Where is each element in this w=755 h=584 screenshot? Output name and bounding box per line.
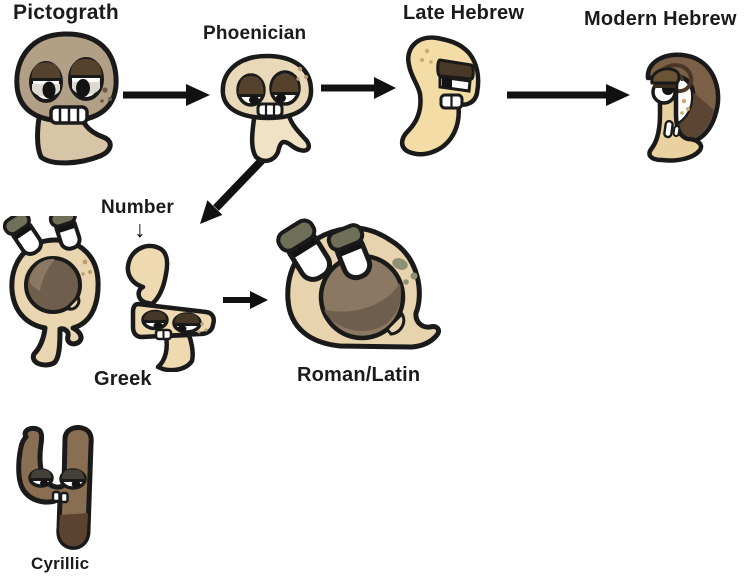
phoenician-label: Phoenician (203, 23, 307, 44)
number-label: Number (101, 197, 174, 218)
modern-hebrew-character (618, 48, 726, 166)
greek-character (3, 216, 105, 368)
greek-number-character (110, 240, 222, 372)
arrow-late-hebrew-to-modern-hebrew-icon (504, 80, 634, 110)
pictograph-label: Pictograth (13, 1, 119, 24)
arrow-greek-to-roman-latin-icon (220, 286, 272, 314)
arrow-phoenician-to-greek-icon (192, 152, 272, 240)
cyrillic-character (14, 423, 110, 555)
cyrillic-label: Cyrillic (31, 554, 90, 573)
roman-latin-label: Roman/Latin (297, 364, 421, 386)
number-down-arrow-icon: ↓ (134, 216, 146, 242)
modern-hebrew-label: Modern Hebrew (584, 8, 737, 30)
greek-label: Greek (94, 368, 152, 390)
pictograph-character (8, 28, 126, 170)
roman-latin-character (266, 210, 444, 368)
phoenician-character (211, 52, 323, 170)
arrow-phoenician-to-late-hebrew-icon (318, 73, 400, 103)
late-hebrew-character (397, 33, 494, 157)
late-hebrew-label: Late Hebrew (403, 2, 525, 24)
arrow-pictograph-to-phoenician-icon (120, 80, 212, 110)
